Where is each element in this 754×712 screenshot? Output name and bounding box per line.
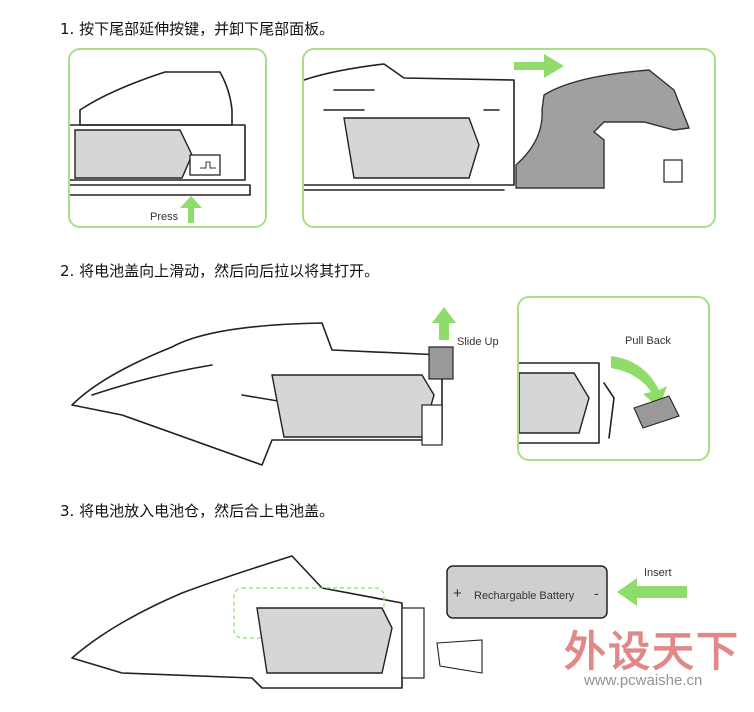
- watermark: 外设天下 www.pcwaishe.cn: [560, 618, 750, 708]
- slide-up-label: Slide Up: [457, 336, 499, 348]
- step-1-press-frame: Press: [68, 48, 267, 228]
- step-1-panel-frame: [302, 48, 716, 228]
- battery-body: [446, 565, 608, 619]
- mouse-slide-up-illustration: Slide Up: [71, 307, 499, 466]
- battery-label: Rechargable Battery: [474, 590, 575, 602]
- battery-cover-pull-illustration: Pull Back: [519, 335, 680, 444]
- press-label: Press: [150, 211, 179, 223]
- watermark-logo-text: 外设天下: [564, 627, 741, 676]
- battery-minus: -: [594, 585, 599, 601]
- step-1-title: 1. 按下尾部延伸按键，并卸下尾部面板。: [60, 20, 335, 38]
- mouse-panel-removed-illustration: [304, 54, 690, 191]
- battery-insert-illustration: + Rechargable Battery - Insert: [71, 555, 687, 689]
- step-3-title: 3. 将电池放入电池仓，然后合上电池盖。: [60, 502, 335, 520]
- battery-plus: +: [453, 585, 462, 602]
- pull-back-label: Pull Back: [625, 335, 671, 347]
- mouse-press-illustration: Press: [70, 71, 251, 223]
- watermark-url: www.pcwaishe.cn: [584, 672, 703, 689]
- step-2-pull-back-frame: Pull Back: [517, 296, 710, 461]
- step-2-title: 2. 将电池盖向上滑动，然后向后拉以将其打开。: [60, 262, 380, 280]
- insert-label: Insert: [644, 567, 672, 579]
